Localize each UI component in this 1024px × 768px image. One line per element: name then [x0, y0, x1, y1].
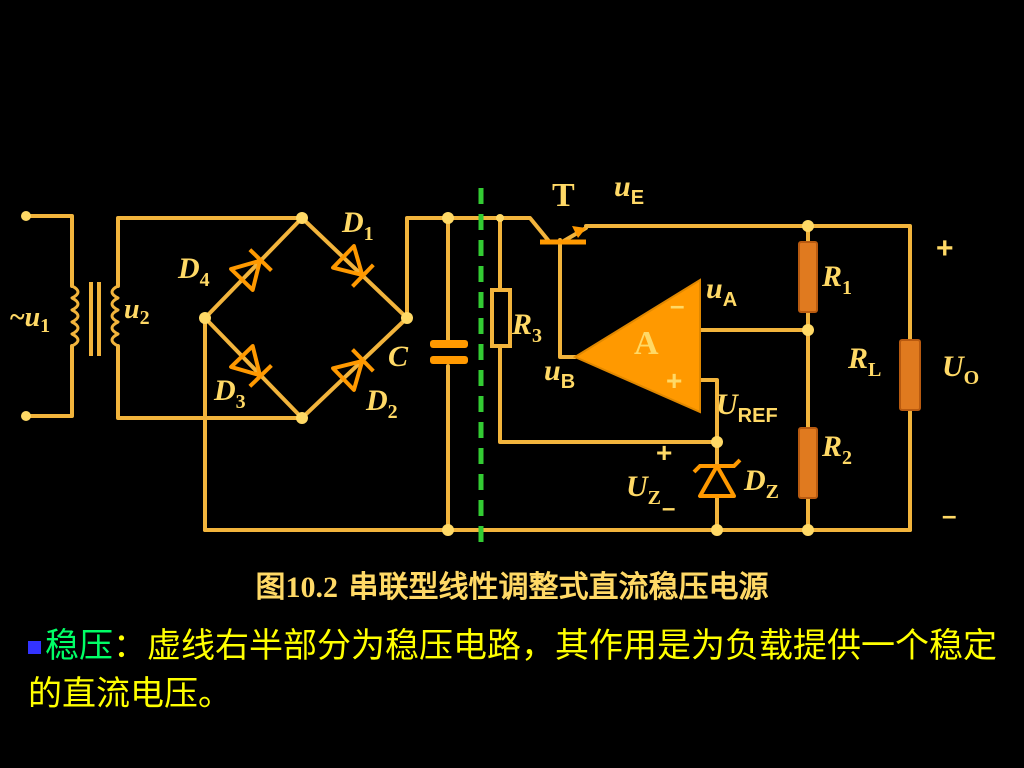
transformer-secondary-coil [110, 284, 120, 348]
junction-dot [296, 212, 308, 224]
label-ue: uE [614, 170, 644, 209]
label-u2: u2 [124, 294, 150, 329]
caption-text: 串联型线性调整式直流稳压电源 [338, 570, 769, 605]
label-ua: uA [706, 272, 737, 311]
label-dz: DZ [743, 464, 779, 503]
circuit-diagram: ~u1 u2 D1 D4 D3 D2 C T uE R3 uA uB A – +… [10, 170, 979, 552]
opamp-label: A [634, 325, 659, 362]
label-r1: R1 [821, 260, 852, 299]
terminals [21, 211, 814, 536]
label-uref: UREF [716, 388, 778, 427]
junction-dot [442, 524, 454, 536]
output-minus-sign: – [942, 500, 956, 530]
label-t: T [552, 177, 575, 214]
transformer [70, 282, 120, 356]
output-plus-sign: + [936, 232, 954, 265]
transformer-primary-coil [70, 284, 80, 348]
label-r3: R3 [511, 308, 542, 347]
label-uo: UO [942, 350, 979, 389]
junction-dot [711, 436, 723, 448]
component-labels: ~u1 u2 D1 D4 D3 D2 C T uE R3 uA uB A – +… [10, 170, 979, 530]
label-d1: D1 [341, 206, 374, 245]
label-r2: R2 [821, 430, 852, 469]
transistor-t-icon [540, 226, 586, 245]
figure-caption: 图10.2 串联型线性调整式直流稳压电源 [0, 562, 1024, 606]
junction-dot [442, 212, 454, 224]
opamp-plus-sign: + [666, 365, 682, 396]
junction-dot [199, 312, 211, 324]
opamp-minus-sign: – [670, 290, 684, 320]
zener-diode-dz-icon [692, 458, 742, 498]
junction-dot [401, 312, 413, 324]
label-uz: UZ [626, 470, 661, 509]
label-rl: RL [847, 342, 881, 381]
resistor-r3-icon [490, 288, 512, 348]
caption-number: 10.2 [285, 571, 339, 604]
body-keyword: 稳压 [45, 626, 113, 666]
caption-prefix: 图 [255, 570, 286, 605]
label-ub: uB [544, 354, 575, 393]
resistor-r1-icon [798, 241, 818, 313]
label-d2: D2 [365, 384, 398, 423]
body-paragraph: 稳压：虚线右半部分为稳压电路，其作用是为负载提供一个稳定的直流电压。 [28, 622, 998, 718]
diode-d3-icon [229, 344, 273, 388]
uz-plus-sign: + [656, 437, 672, 468]
uz-minus-sign: – [662, 495, 675, 522]
label-d4: D4 [177, 252, 210, 291]
body-colon: ： [113, 626, 147, 666]
label-c: C [388, 340, 409, 373]
opamp-a-icon [572, 278, 701, 414]
diode-d4-icon [229, 248, 273, 292]
capacitor-c-icon [430, 340, 468, 364]
input-terminal-bottom [21, 411, 31, 421]
label-d3: D3 [213, 374, 246, 413]
junction-dot [496, 214, 504, 222]
junction-dot [802, 220, 814, 232]
label-u1: ~u1 [10, 302, 50, 337]
junction-dot [711, 524, 723, 536]
resistor-r2-icon [798, 427, 818, 499]
junction-dot [802, 524, 814, 536]
diode-d1-icon [331, 244, 375, 288]
body-text: 虚线右半部分为稳压电路，其作用是为负载提供一个稳定的直流电压。 [28, 626, 997, 714]
input-terminal-top [21, 211, 31, 221]
junction-dot [802, 324, 814, 336]
junction-dot [296, 412, 308, 424]
bullet-icon [28, 641, 41, 654]
diode-d2-icon [331, 348, 375, 392]
resistor-rl-icon [899, 339, 921, 411]
